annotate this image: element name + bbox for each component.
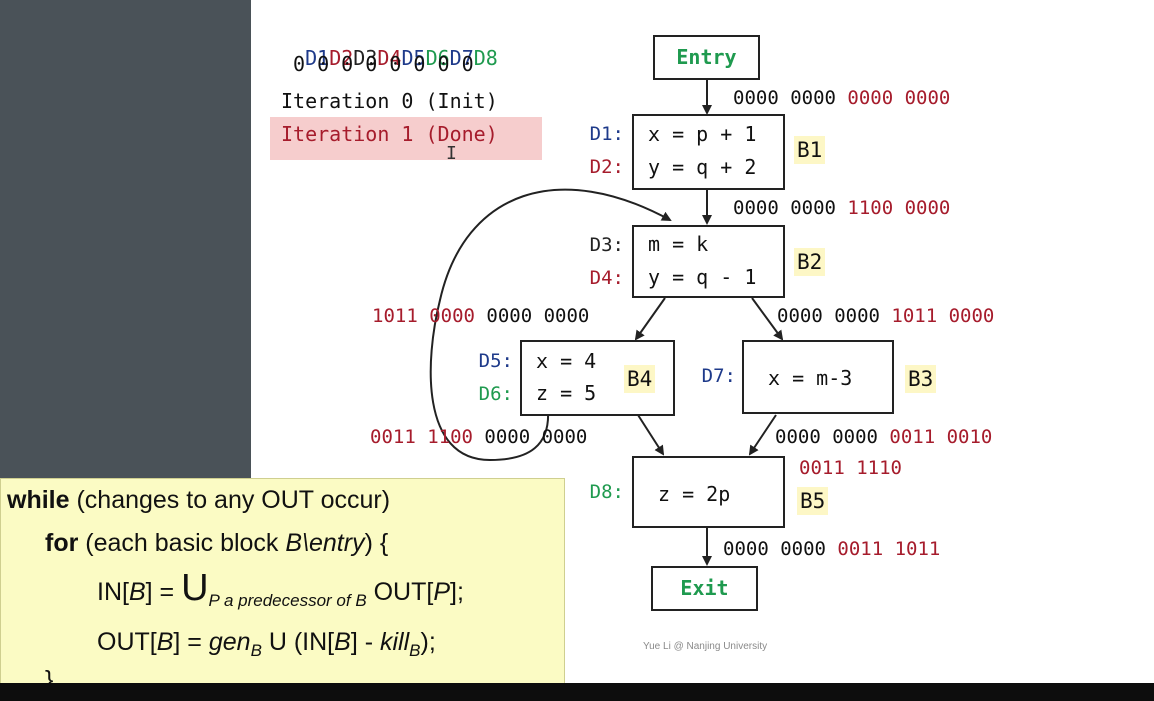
def-label-d6: D6: bbox=[478, 383, 513, 405]
bitvector-b4-in: 1011 0000 0000 0000 bbox=[372, 305, 590, 327]
bitvector-b3-out: 0000 0000 0011 0010 bbox=[775, 426, 993, 448]
def-name: D2 bbox=[329, 46, 354, 70]
def-name: D4 bbox=[377, 46, 402, 70]
bitvector-b1-out: 0000 0000 1100 0000 bbox=[733, 197, 951, 219]
bitvector-b5-out: 0000 0000 0011 1011 bbox=[723, 538, 941, 560]
algo-line-while: while (changes to any OUT occur) bbox=[7, 486, 391, 514]
bitvector-b5-in: 0011 1110 bbox=[799, 457, 902, 479]
block-label-b5: B5 bbox=[797, 487, 829, 515]
def-label-d8: D8: bbox=[589, 481, 624, 503]
stmt-d6: z = 5 bbox=[536, 381, 597, 405]
algorithm-box: while (changes to any OUT occur) for (ea… bbox=[0, 478, 565, 700]
algo-line-close: } bbox=[45, 666, 54, 694]
block-b1: x = p + 1 y = q + 2 bbox=[632, 114, 785, 190]
algo-line-for: for (each basic block B\entry) { bbox=[45, 529, 389, 557]
block-b5: z = 2p bbox=[632, 456, 785, 528]
block-label-b1: B1 bbox=[794, 136, 826, 164]
def-label-d2: D2: bbox=[589, 156, 624, 178]
def-label-d1: D1: bbox=[589, 123, 624, 145]
stmt-d4: y = q - 1 bbox=[648, 265, 757, 289]
block-label-b4: B4 bbox=[624, 365, 656, 393]
def-label-d5: D5: bbox=[478, 350, 513, 372]
edge-b4-b5 bbox=[637, 414, 665, 456]
bitvector-b1-in: 0000 0000 0000 0000 bbox=[733, 87, 951, 109]
block-label-b2: B2 bbox=[794, 248, 826, 276]
iteration-1-highlight bbox=[270, 117, 542, 160]
def-name: D6 bbox=[425, 46, 450, 70]
bitvector-b3-in: 0000 0000 1011 0000 bbox=[777, 305, 995, 327]
algo-line-in: IN[B] = UP a predecessor of B OUT[P]; bbox=[97, 567, 464, 610]
definition-header: D1D2D3D4D5D6D7D8 bbox=[281, 22, 498, 70]
def-name: D1 bbox=[305, 46, 330, 70]
def-name: D5 bbox=[401, 46, 426, 70]
def-name: D3 bbox=[353, 46, 378, 70]
stmt-d7: x = m-3 bbox=[768, 366, 853, 390]
entry-node: Entry bbox=[653, 35, 760, 80]
text-cursor-icon: I bbox=[446, 143, 457, 164]
stmt-d3: m = k bbox=[648, 232, 709, 256]
bottom-bar bbox=[0, 683, 1154, 701]
block-b3: x = m-3 bbox=[742, 340, 894, 414]
bitvector-b4-out: 0011 1100 0000 0000 bbox=[370, 426, 588, 448]
edge-b3-b5 bbox=[748, 414, 777, 456]
def-name: D7 bbox=[449, 46, 474, 70]
stmt-d8: z = 2p bbox=[658, 482, 731, 506]
block-b4: x = 4 z = 5 bbox=[520, 340, 675, 416]
block-b2: m = k y = q - 1 bbox=[632, 225, 785, 298]
author-credit: Yue Li @ Nanjing University bbox=[643, 641, 768, 652]
stmt-d2: y = q + 2 bbox=[648, 155, 757, 179]
block-label-b3: B3 bbox=[905, 365, 937, 393]
def-name: D8 bbox=[473, 46, 498, 70]
def-label-d7: D7: bbox=[701, 365, 736, 387]
init-bits: 0 0 0 0 0 0 0 0 bbox=[293, 52, 474, 76]
def-label-d3: D3: bbox=[589, 234, 624, 256]
edge-b2-b4 bbox=[634, 297, 666, 341]
def-label-d4: D4: bbox=[589, 267, 624, 289]
iteration-0-label: Iteration 0 (Init) bbox=[281, 89, 498, 113]
exit-node: Exit bbox=[651, 566, 758, 611]
stmt-d5: x = 4 bbox=[536, 349, 597, 373]
iteration-1-label: Iteration 1 (Done) bbox=[281, 122, 498, 146]
stmt-d1: x = p + 1 bbox=[648, 122, 757, 146]
algo-line-out: OUT[B] = genB U (IN[B] - killB); bbox=[97, 628, 436, 660]
